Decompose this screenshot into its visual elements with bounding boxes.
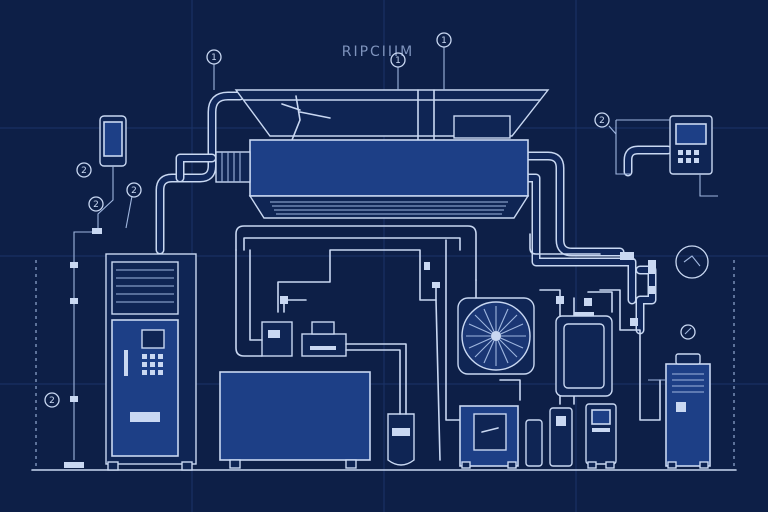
filter-canister (525, 419, 543, 467)
indoor-unit-grille (248, 195, 530, 219)
callout-3: 1 (436, 32, 452, 90)
central-equipment (219, 321, 415, 469)
callout-1: 1 (206, 49, 222, 90)
left-controls (64, 115, 133, 468)
callout-markers: 1 1 1 2 2 2 2 2 (44, 32, 696, 408)
diagram-title: RIPCIIIM (342, 44, 415, 60)
bottom-equipment-row (459, 353, 711, 469)
tower-keypad (142, 354, 163, 375)
callout-4: 2 (76, 162, 92, 178)
hood-control-box (453, 115, 511, 139)
svg-text:2: 2 (81, 166, 87, 176)
callout-6: 2 (88, 196, 104, 212)
callout-8: 2 (594, 112, 617, 135)
heat-exchanger-coil (555, 312, 613, 397)
tower-display (141, 329, 165, 349)
svg-text:1: 1 (441, 36, 447, 46)
portable-ac-unit (665, 363, 711, 467)
callout-5: 2 (126, 182, 142, 198)
callout-9 (680, 324, 696, 340)
indoor-unit-body (249, 139, 529, 197)
callout-7: 2 (44, 392, 60, 408)
duct-connector (215, 151, 251, 183)
piping-lines (235, 225, 661, 461)
wall-thermostat (615, 115, 718, 279)
tower-label-plate (130, 412, 160, 422)
tower-handle (124, 350, 128, 376)
hood-bracket (281, 95, 331, 141)
svg-text:2: 2 (49, 396, 55, 406)
pipe-fittings (280, 252, 656, 326)
storage-tank-panel (219, 371, 371, 461)
tower-grille (111, 261, 179, 315)
expansion-tank (549, 407, 573, 467)
small-controller (261, 321, 293, 357)
svg-text:1: 1 (395, 56, 401, 66)
svg-text:2: 2 (131, 186, 137, 196)
svg-text:1: 1 (211, 53, 217, 63)
compact-module (301, 333, 347, 357)
callout-2: 1 (390, 52, 406, 90)
pump-cylinder (387, 413, 415, 466)
floor-standing-unit (105, 253, 197, 471)
ceiling-unit-assembly (215, 89, 550, 219)
outdoor-fan-unit (457, 297, 535, 375)
gauge-dial (675, 245, 709, 279)
svg-text:2: 2 (599, 116, 605, 126)
duct-network (155, 91, 673, 335)
svg-text:2: 2 (93, 200, 99, 210)
